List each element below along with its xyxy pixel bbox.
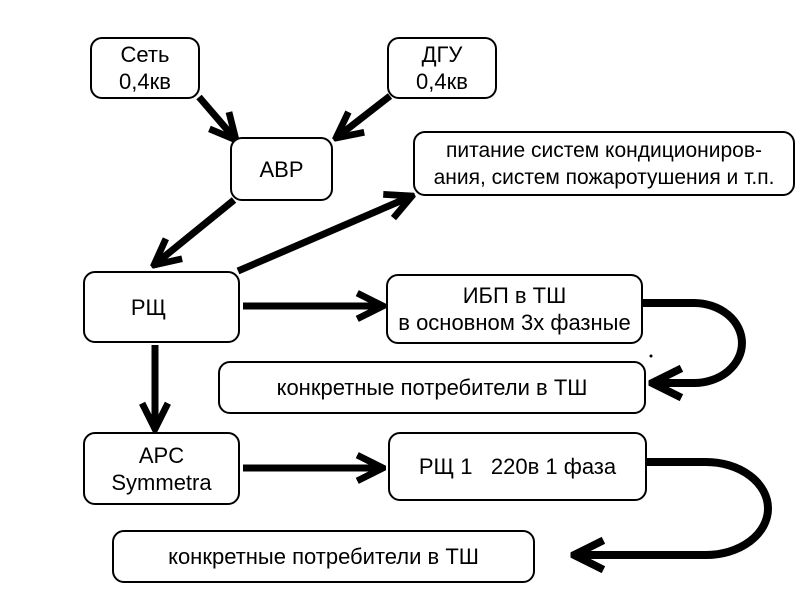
node-distribution-board: РЩ [83, 271, 240, 343]
arrow-ups-to-cons1 [640, 299, 746, 383]
arrow-rsh-to-feed [236, 196, 412, 275]
node-label: 0,4кв [119, 69, 171, 94]
node-distribution-board-1: РЩ 1 220в 1 фаза [388, 432, 647, 501]
node-label: 0,4кв [416, 69, 468, 94]
node-label: ания, систем пожаротушения и т.п. [433, 165, 775, 189]
arrow-avr-to-rsh [154, 197, 237, 265]
node-label: Сеть [120, 42, 170, 67]
arrow-net-to-avr [196, 94, 236, 140]
node-avr: АВР [230, 137, 333, 201]
node-label: конкретные потребители в ТШ [168, 544, 479, 569]
node-label: РЩ 1 220в 1 фаза [418, 454, 617, 479]
node-label: в основном 3х фазные [398, 310, 631, 335]
node-consumers-in-tsh-upper: конкретные потребители в ТШ [218, 361, 646, 414]
node-conditioning-fire-systems: питание систем кондициониров- ания, сист… [413, 131, 795, 196]
node-label: ДГУ [421, 42, 463, 67]
node-label: АВР [259, 156, 304, 182]
node-power-grid: Сеть 0,4кв [90, 37, 200, 99]
arrow-rsh1-to-cons2 [574, 458, 772, 555]
arrow-dgu-to-avr [336, 93, 393, 138]
node-label: конкретные потребители в ТШ [276, 375, 588, 400]
node-label: питание систем кондициониров- [445, 138, 763, 162]
node-label: Symmetra [111, 469, 212, 495]
node-label: РЩ [130, 294, 167, 320]
node-label: APC [138, 442, 185, 468]
stray-dot [649, 354, 653, 358]
node-apc-symmetra: APC Symmetra [83, 432, 240, 505]
node-label: ИБП в ТШ [462, 283, 567, 308]
node-consumers-in-tsh-lower: конкретные потребители в ТШ [112, 530, 535, 583]
node-ups-in-tsh: ИБП в ТШ в основном 3х фазные [386, 274, 643, 344]
node-diesel-generator: ДГУ 0,4кв [387, 37, 497, 99]
